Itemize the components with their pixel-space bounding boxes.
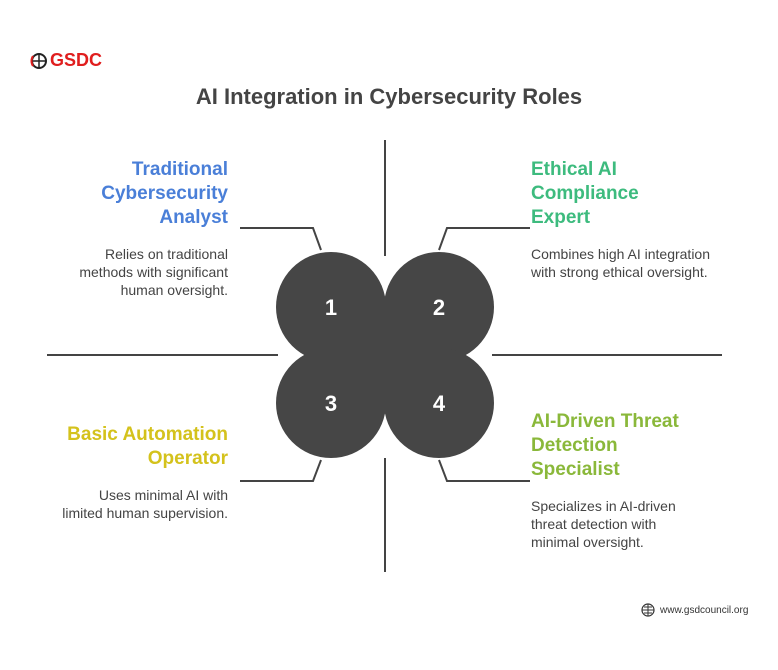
quadrant-desc-3: Uses minimal AI with limited human super… — [62, 487, 228, 521]
leader-line — [438, 459, 530, 482]
leader-line — [240, 459, 322, 482]
footer-url[interactable]: www.gsdcouncil.org — [660, 604, 749, 616]
globe-icon — [30, 52, 47, 69]
quadrant-heading-3: Basic Automation Operator — [67, 424, 228, 469]
quadrant-heading-4: AI-Driven Threat Detection Specialist — [531, 411, 679, 480]
quadrant-number-1: 1 — [324, 295, 338, 320]
quadrant-desc-1: Relies on traditional methods with signi… — [79, 246, 228, 298]
quadrant-number-2: 2 — [432, 295, 446, 320]
quadrant-desc-4: Specializes in AI-driven threat detectio… — [531, 498, 676, 550]
leader-line — [438, 227, 530, 251]
leader-line — [240, 227, 322, 251]
footer: www.gsdcouncil.org — [641, 603, 748, 617]
quadrant-heading-2: Ethical AI Compliance Expert — [531, 159, 639, 228]
globe-icon — [641, 603, 655, 617]
quadrant-number-4: 4 — [432, 391, 446, 416]
quadrant-desc-2: Combines high AI integration with strong… — [531, 246, 710, 280]
logo-text: GSDC — [50, 50, 103, 70]
page-title: AI Integration in Cybersecurity Roles — [195, 84, 583, 109]
quadrant-number-3: 3 — [324, 391, 338, 416]
quadrant-heading-1: Traditional Cybersecurity Analyst — [101, 159, 228, 228]
gsdc-logo: GSDC — [30, 50, 102, 71]
